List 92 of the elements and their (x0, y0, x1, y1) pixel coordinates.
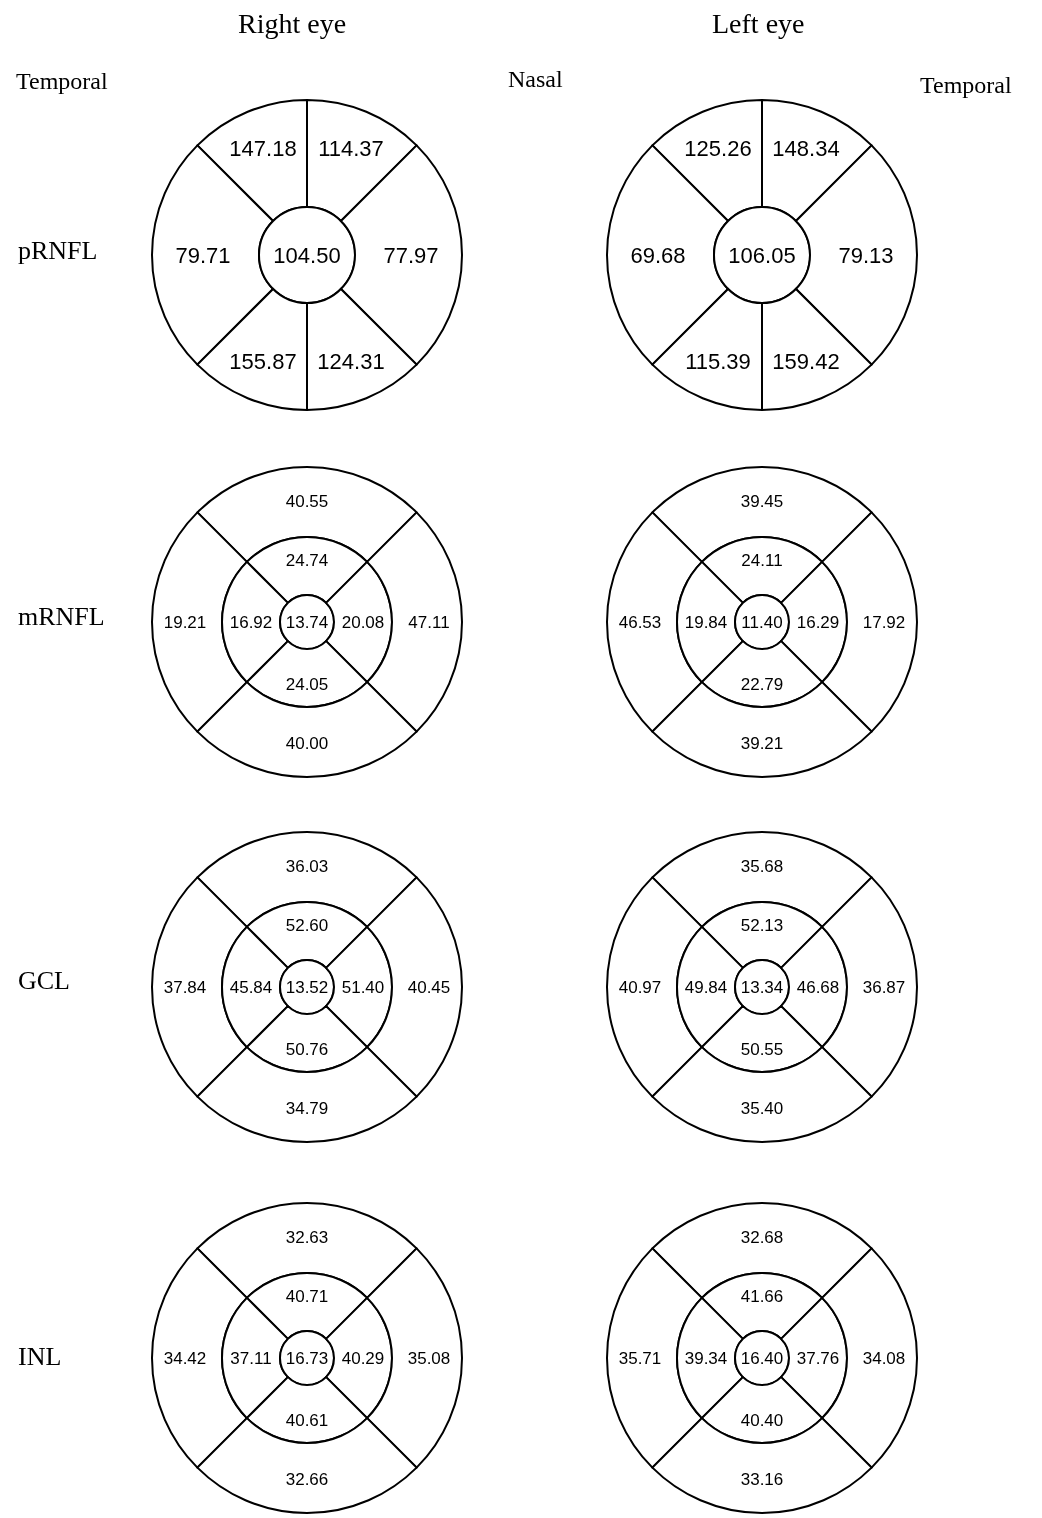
ring-sector (306, 287, 418, 411)
thickness-value: 35.40 (740, 1098, 784, 1118)
thickness-value: 51.40 (341, 977, 385, 997)
thickness-value: 40.29 (341, 1348, 385, 1368)
thickness-value: 47.11 (408, 612, 450, 632)
thickness-value: 34.79 (285, 1098, 329, 1118)
thickness-value: 35.68 (740, 856, 784, 876)
thickness-value: 115.39 (685, 348, 751, 374)
column-heading: Right eye (238, 8, 347, 40)
thickness-value: 19.84 (684, 612, 728, 632)
thickness-value: 36.03 (285, 856, 329, 876)
thickness-value: 79.13 (838, 242, 894, 268)
thickness-value: 52.13 (740, 915, 784, 935)
row-label: GCL (18, 966, 70, 996)
thickness-value: 46.53 (618, 612, 662, 632)
thickness-value: 40.40 (740, 1410, 784, 1430)
ring-sector (700, 1005, 824, 1073)
center-circle (258, 206, 356, 304)
column-heading: Left eye (712, 8, 805, 40)
thickness-value: 41.66 (740, 1286, 784, 1306)
thickness-value: 69.68 (630, 242, 686, 268)
row-label: INL (18, 1342, 62, 1372)
thickness-value: 37.11 (230, 1348, 272, 1368)
thickness-value: 50.55 (740, 1039, 784, 1059)
thickness-value: 11.40 (741, 612, 783, 632)
thickness-value: 16.40 (740, 1348, 784, 1368)
thickness-value: 40.97 (618, 977, 662, 997)
side-label: Temporal (16, 68, 108, 95)
thickness-value: 40.55 (285, 491, 329, 511)
thickness-value: 37.84 (163, 977, 207, 997)
ring-sector (651, 287, 763, 411)
ring-sector (700, 1376, 824, 1444)
ring-sector (761, 287, 873, 411)
thickness-value: 13.52 (285, 977, 329, 997)
center-circle (713, 206, 811, 304)
thickness-value: 50.76 (285, 1039, 329, 1059)
thickness-value: 34.08 (862, 1348, 906, 1368)
thickness-value: 40.61 (285, 1410, 329, 1430)
thickness-value: 24.11 (741, 550, 783, 570)
thickness-value: 104.50 (273, 242, 341, 268)
thickness-value: 16.92 (229, 612, 273, 632)
thickness-value: 148.34 (772, 136, 840, 162)
ring-sector (245, 640, 369, 708)
thickness-value: 32.63 (285, 1227, 329, 1247)
thickness-value: 125.26 (684, 136, 752, 162)
thickness-value: 39.34 (684, 1348, 728, 1368)
thickness-value: 16.29 (796, 612, 840, 632)
ring-sector (245, 1005, 369, 1073)
thickness-value: 40.45 (407, 977, 451, 997)
thickness-value: 20.08 (341, 612, 385, 632)
row-label: mRNFL (18, 602, 105, 632)
thickness-value: 79.71 (175, 242, 231, 268)
thickness-value: 13.74 (285, 612, 329, 632)
ring-sector (245, 1376, 369, 1444)
thickness-value: 39.45 (740, 491, 784, 511)
thickness-value: 45.84 (229, 977, 273, 997)
thickness-value: 34.42 (163, 1348, 207, 1368)
thickness-value: 147.18 (229, 136, 297, 162)
thickness-value: 33.16 (740, 1469, 784, 1489)
thickness-value: 124.31 (317, 348, 385, 374)
thickness-value: 36.87 (862, 977, 906, 997)
thickness-value: 35.71 (618, 1348, 662, 1368)
thickness-value: 24.05 (285, 674, 329, 694)
row-label: pRNFL (18, 236, 98, 266)
ring-sector (245, 536, 369, 604)
thickness-value: 106.05 (728, 242, 796, 268)
thickness-value: 17.92 (862, 612, 906, 632)
ring-sector (700, 640, 824, 708)
thickness-value: 46.68 (796, 977, 840, 997)
thickness-value: 159.42 (772, 348, 840, 374)
ring-sector (245, 1272, 369, 1340)
side-label: Nasal (508, 66, 563, 93)
thickness-value: 52.60 (285, 915, 329, 935)
thickness-value: 35.08 (407, 1348, 451, 1368)
ring-sector (700, 536, 824, 604)
thickness-value: 32.68 (740, 1227, 784, 1247)
thickness-value: 40.71 (285, 1286, 329, 1306)
thickness-value: 49.84 (684, 977, 728, 997)
thickness-value: 155.87 (229, 348, 297, 374)
thickness-value: 39.21 (740, 733, 784, 753)
thickness-value: 32.66 (285, 1469, 329, 1489)
thickness-value: 13.34 (740, 977, 784, 997)
side-label: Temporal (920, 72, 1012, 99)
thickness-value: 77.97 (383, 242, 439, 268)
thickness-value: 40.00 (285, 733, 329, 753)
thickness-value: 37.76 (796, 1348, 840, 1368)
thickness-value: 22.79 (740, 674, 784, 694)
thickness-value: 19.21 (163, 612, 207, 632)
thickness-value: 24.74 (285, 550, 329, 570)
ring-sector (196, 287, 308, 411)
thickness-value: 114.37 (318, 136, 384, 162)
thickness-value: 16.73 (285, 1348, 329, 1368)
